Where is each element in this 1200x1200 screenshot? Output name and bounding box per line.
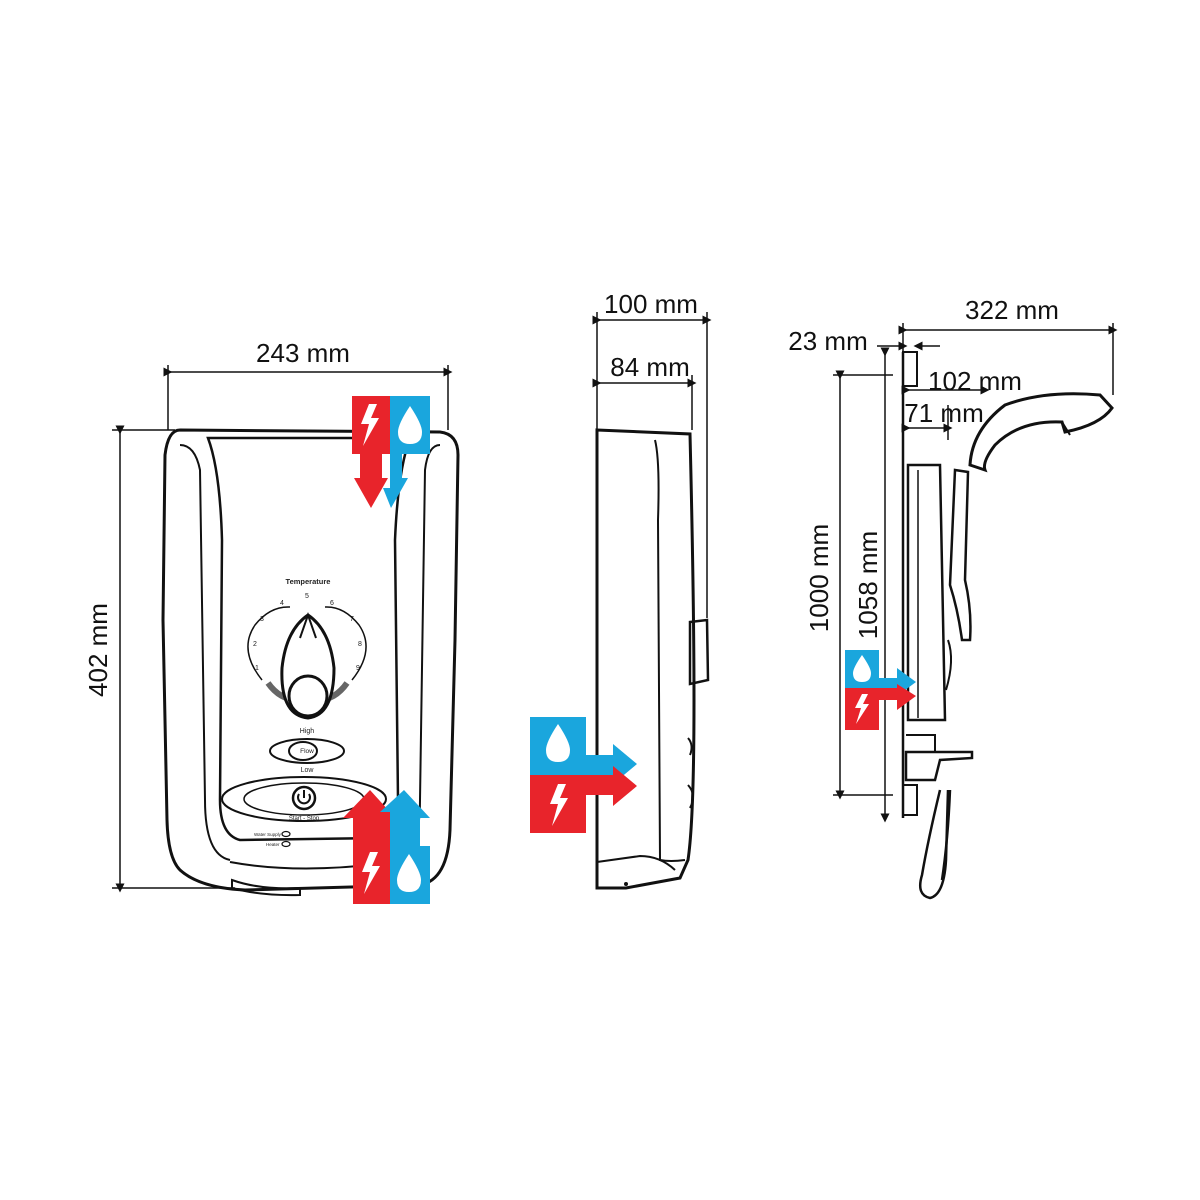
flow-control[interactable]: High Flow Low [269, 728, 345, 774]
side-body-depth-dimension: 84 mm [592, 352, 697, 430]
water-supply-led [281, 830, 291, 838]
rail-length-label: 1000 mm [804, 524, 834, 632]
side-view: 100 mm 84 mm [530, 289, 712, 890]
water-drop-icon [546, 724, 570, 762]
svg-text:3: 3 [260, 616, 264, 623]
svg-text:7: 7 [350, 616, 354, 623]
svg-text:9: 9 [356, 665, 360, 672]
heater-led [281, 840, 291, 848]
flow-low-label: Low [301, 767, 315, 774]
rail-total-width-label: 322 mm [965, 295, 1059, 325]
svg-text:8: 8 [358, 641, 362, 648]
rail-total-width-dimension: 322 mm [898, 295, 1118, 395]
rail-overall-height-label: 1058 mm [853, 531, 883, 639]
lightning-icon [361, 404, 379, 446]
svg-text:6: 6 [330, 600, 334, 607]
water-drop-icon [398, 406, 422, 444]
rail-offset-dimension: 23 mm [788, 326, 940, 356]
side-body-depth-label: 84 mm [610, 352, 689, 382]
dial-scale: 1 2 3 4 5 6 7 8 9 [253, 593, 362, 672]
top-supply-inlet-icon [352, 396, 430, 508]
rail-bracket-depth-label: 71 mm [904, 398, 983, 428]
flow-high-label: High [300, 728, 315, 735]
start-stop-label: Start - Stop [289, 816, 320, 822]
rail-bracket-depth-dimension: 71 mm [901, 398, 984, 440]
riser-rail [906, 463, 947, 722]
side-casing [595, 428, 696, 890]
riser-rail-view: 322 mm 23 mm 102 mm 71 mm 1000 mm 1058 m… [788, 295, 1118, 900]
shower-hose [919, 789, 952, 900]
heater-label: Heater [266, 842, 280, 847]
front-height-dimension: 402 mm [83, 425, 235, 893]
svg-text:4: 4 [280, 600, 284, 607]
lightning-icon [362, 852, 380, 894]
svg-text:1: 1 [255, 665, 259, 672]
lightning-icon [550, 784, 568, 826]
dial-knob[interactable] [280, 613, 336, 720]
soap-dish [904, 734, 974, 782]
side-supply-inlet-icon [530, 717, 637, 833]
shower-head [968, 392, 1114, 473]
indicator-lights: Water Supply Heater [254, 830, 291, 848]
water-supply-label: Water Supply [254, 832, 282, 837]
side-dial-profile [688, 618, 710, 686]
shower-handle [948, 468, 972, 642]
side-total-depth-dimension: 100 mm [592, 289, 712, 618]
water-drop-icon [853, 655, 871, 682]
rail-holder-depth-label: 102 mm [928, 366, 1022, 396]
temperature-dial[interactable]: Temperature 1 2 3 4 5 6 7 8 9 [247, 577, 367, 720]
rail-supply-inlet-icon [845, 650, 916, 730]
svg-text:2: 2 [253, 641, 257, 648]
temperature-label: Temperature [286, 577, 331, 586]
flow-slider[interactable] [288, 741, 318, 761]
front-width-label: 243 mm [256, 338, 350, 368]
flow-label: Flow [300, 748, 314, 755]
bottom-supply-inlet-icon [343, 790, 430, 904]
front-height-label: 402 mm [83, 603, 113, 697]
bottom-wall-bracket [902, 784, 918, 816]
svg-text:5: 5 [305, 593, 309, 600]
lightning-icon [855, 694, 869, 724]
side-total-depth-label: 100 mm [604, 289, 698, 319]
top-wall-bracket [902, 351, 918, 387]
rail-holder-depth-dimension: 102 mm [901, 366, 1022, 396]
rail-offset-label: 23 mm [788, 326, 867, 356]
front-view: 243 mm 402 mm Temperature 1 2 3 4 5 6 [83, 338, 460, 904]
rail-overall-height-dimension: 1058 mm [853, 347, 890, 823]
water-drop-icon [397, 854, 421, 892]
front-width-dimension: 243 mm [163, 338, 453, 430]
power-icon [297, 793, 311, 805]
